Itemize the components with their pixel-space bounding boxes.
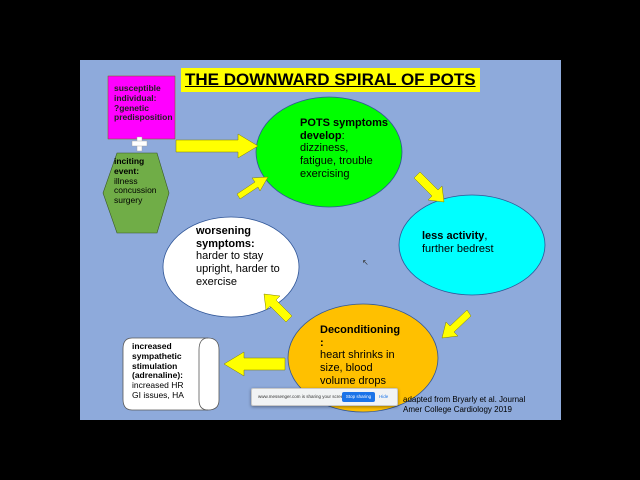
credit-line: adapted from Bryarly et al. Journal [403,395,526,404]
worsening-text: worsening symptoms: harder to stay uprig… [196,225,280,288]
plus-horizontal [131,140,148,147]
sympathetic-heading: sympathetic [132,350,182,361]
susceptible-box [107,75,176,140]
pots-symptoms-text: POTS symptoms develop: dizziness, fatigu… [300,117,388,180]
sympathetic-text: increased sympathetic stimulation (adren… [132,341,184,401]
susceptible-text: susceptible individual: ?genetic predisp… [114,83,173,123]
inciting-item: illness [114,175,138,186]
screen-share-bar: www.messenger.com is sharing your screen… [251,388,398,406]
less-activity-ellipse [398,194,546,296]
susceptible-line: individual: [114,92,157,103]
worsening-heading: symptoms: [196,237,255,250]
cursor-icon: ↖ [362,258,369,267]
arrow-to-sympathetic [223,351,286,377]
sympathetic-heading: stimulation [132,360,178,371]
sympathetic-heading: increased [132,341,172,351]
credit-text: adapted from Bryarly et al. Journal Amer… [403,395,561,416]
deconditioning-colon: : [320,336,324,349]
pots-body: fatigue, trouble [300,154,373,167]
less-activity-heading: less activity [422,230,485,242]
deconditioning-body: heart shrinks in [320,349,395,362]
sympathetic-body: GI issues, HA [132,389,184,400]
inciting-hexagon [102,152,170,234]
susceptible-line: susceptible [114,83,161,93]
stop-sharing-button[interactable]: Stop sharing [342,392,375,402]
deconditioning-heading: Deconditioning [320,324,401,336]
less-activity-comma: , [484,230,488,242]
sympathetic-heading: (adrenaline): [132,370,184,381]
pots-body: dizziness, [300,142,349,155]
diagram-shapes [102,75,546,413]
slide-title: THE DOWNWARD SPIRAL OF POTS [181,68,480,92]
worsening-heading: worsening [196,225,252,237]
inciting-text: inciting event: illness concussion surge… [114,156,157,206]
worsening-ellipse [162,216,300,318]
sympathetic-body: increased HR [132,380,184,391]
slide: THE DOWNWARD SPIRAL OF POTS susceptible … [80,60,561,420]
hide-button[interactable]: Hide [379,394,389,399]
inciting-item: surgery [114,195,143,206]
pots-colon: : [341,129,345,142]
worsening-body: upright, harder to [196,262,280,275]
pots-heading: POTS symptoms [300,117,389,129]
deconditioning-body: volume drops [320,374,387,387]
inciting-heading: event: [114,165,140,176]
less-activity-body: further bedrest [422,242,494,255]
arrow-to-deconditioning [441,309,472,339]
pots-symptoms-ellipse [255,96,403,208]
arrow-to-pots [236,176,269,200]
share-message: www.messenger.com is sharing your screen… [258,394,348,399]
less-activity-text: less activity, further bedrest [422,230,494,255]
pots-body: exercising [300,167,350,180]
susceptible-line: predisposition [114,112,173,123]
arrow-to-less-activity [413,171,445,203]
susceptible-line: ?genetic [114,102,149,113]
arrow-to-worsening [263,293,293,323]
arrow-to-symptoms [175,133,259,159]
deconditioning-ellipse [287,303,439,413]
deconditioning-body: size, blood [320,361,373,374]
pots-heading: develop [300,129,342,142]
worsening-body: harder to stay [196,250,264,263]
scroll-curl [198,337,209,411]
deconditioning-text: Deconditioning : heart shrinks in size, … [320,324,400,387]
worsening-body: exercise [196,275,237,288]
inciting-item: concussion [114,185,157,196]
inciting-heading: inciting [114,156,145,166]
credit-line: Amer College Cardiology 2019 [403,405,512,415]
